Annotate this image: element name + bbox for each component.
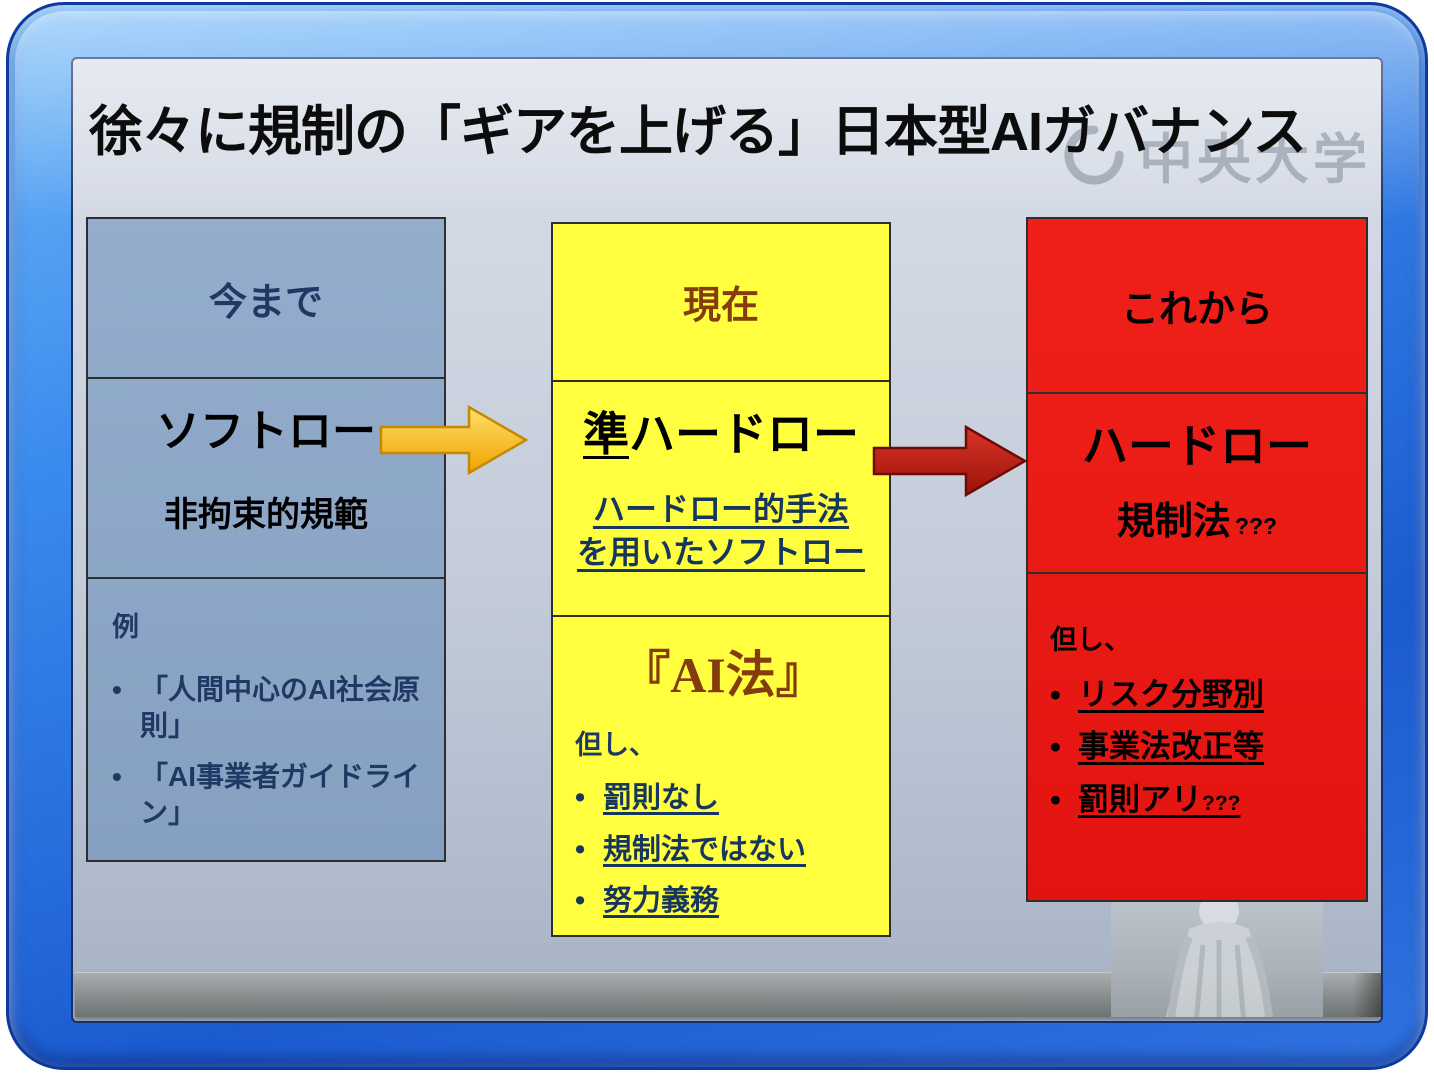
list-item: • 罰則なし (575, 780, 871, 818)
bullet-icon: • (1050, 781, 1061, 817)
penalty-text: 罰則アリ (1078, 781, 1202, 817)
quasi-hard-law-subtitle: ハードロー的手法 を用いたソフトロー (577, 488, 865, 574)
bullet-icon: • (1050, 729, 1061, 765)
regulatory-law-line: 規制法 ??? (1117, 490, 1277, 545)
bullet-icon: • (575, 833, 586, 866)
panel-future-header: これから (1120, 289, 1273, 331)
quasi-hard-law-title-underlined: 準 (583, 407, 629, 460)
slide-frame: 中央大学 徐々に規制の「ギアを上げる」日本型AIガバナンス (6, 2, 1428, 1070)
panel-present-header: 現在 (682, 285, 759, 328)
list-item: • 努力義務 (575, 883, 871, 921)
panel-past-header: 今まで (208, 281, 323, 324)
panel-past-header-section: 今まで (88, 219, 444, 379)
panel-present-body-section: 準ハードロー ハードロー的手法 を用いたソフトロー (553, 382, 889, 617)
list-item: • 罰則アリ??? (1050, 780, 1352, 820)
however-label: 但し、 (1050, 625, 1131, 655)
subtitle-line-2: を用いたソフトロー (576, 534, 865, 571)
regulatory-law-text: 規制法 (1116, 501, 1231, 543)
regulatory-law-question-marks: ??? (1234, 513, 1278, 539)
list-item: • 事業法改正等 (1050, 727, 1352, 767)
soft-law-title: ソフトロー (156, 407, 376, 456)
list-item: • 規制法ではない (575, 832, 871, 870)
bullet-text: 罰則なし (603, 781, 720, 814)
panel-future: これから ハードロー 規制法 ??? 但し、 • リスク分野別 (1026, 217, 1368, 902)
university-watermark: 中央大学 (1063, 115, 1371, 194)
bullet-icon: • (112, 674, 122, 705)
quasi-hard-law-title: 準ハードロー (583, 398, 859, 464)
panel-present: 現在 準ハードロー ハードロー的手法 を用いたソフトロー 『AI法』 但し、 •… (551, 222, 891, 937)
bullet-icon: • (1050, 677, 1061, 712)
bullet-icon: • (112, 760, 122, 792)
bullet-text: 「AI事業者ガイドライン」 (140, 760, 421, 829)
panel-past: 今まで ソフトロー 非拘束的規範 例 • 「人間中心のAI社会原則」 • 「AI… (86, 217, 446, 862)
statue-image (1111, 885, 1323, 1017)
example-label: 例 (112, 612, 139, 642)
penalty-question-marks: ??? (1202, 791, 1241, 815)
university-logo-icon (1064, 124, 1124, 185)
however-label: 但し、 (575, 729, 656, 760)
panel-future-body-section: ハードロー 規制法 ??? (1028, 394, 1366, 574)
bullet-icon: • (575, 781, 586, 814)
page-title: 徐々に規制の「ギアを上げる」日本型AIガバナンス (89, 102, 1307, 162)
subtitle-line-1: ハードロー的手法 (592, 490, 849, 527)
panel-future-header-section: これから (1028, 219, 1366, 394)
panel-present-detail-section: 『AI法』 但し、 • 罰則なし • 規制法ではない • 努力義務 (553, 617, 889, 935)
ai-law-title: 『AI法』 (620, 646, 826, 703)
list-item: • リスク分野別 (1050, 675, 1352, 715)
quasi-hard-law-title-rest: ハードロー (629, 407, 859, 460)
panel-future-detail-section: 但し、 • リスク分野別 • 事業法改正等 • 罰則アリ??? (1028, 574, 1366, 900)
bullet-icon: • (575, 885, 586, 918)
bullet-text: 努力義務 (603, 885, 720, 918)
panel-past-examples-section: 例 • 「人間中心のAI社会原則」 • 「AI事業者ガイドライン」 (88, 579, 444, 860)
list-item: • 「人間中心のAI社会原則」 (112, 672, 424, 745)
panel-past-body-section: ソフトロー 非拘束的規範 (88, 379, 444, 579)
hard-law-title: ハードロー (1082, 420, 1312, 472)
bullet-text: リスク分野別 (1078, 677, 1264, 712)
bullet-text: 事業法改正等 (1078, 729, 1264, 765)
statue-graphic (1111, 885, 1323, 1017)
slide-body: 中央大学 徐々に規制の「ギアを上げる」日本型AIガバナンス (71, 57, 1383, 1023)
bullet-text: 「人間中心のAI社会原則」 (140, 674, 421, 742)
panel-present-header-section: 現在 (553, 224, 889, 382)
soft-law-subtitle: 非拘束的規範 (164, 496, 368, 534)
bullet-text: 規制法ではない (603, 833, 807, 866)
arrow-soft-to-quasi-icon (379, 404, 529, 476)
bullet-text: 罰則アリ??? (1078, 780, 1240, 820)
list-item: • 「AI事業者ガイドライン」 (112, 759, 424, 832)
arrow-quasi-to-hard-icon (872, 424, 1028, 498)
university-watermark-text: 中央大学 (1139, 130, 1371, 190)
